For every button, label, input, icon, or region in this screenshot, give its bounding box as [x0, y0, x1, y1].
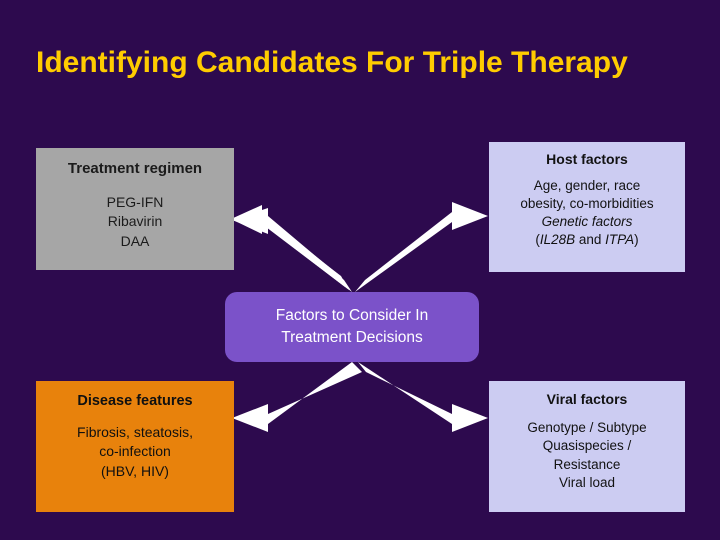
box-host-paren-open: ( [535, 232, 540, 248]
box-viral-body: Genotype / Subtype Quasispecies / Resist… [489, 419, 685, 492]
page-title: Identifying Candidates For Triple Therap… [36, 46, 628, 79]
box-center-factors: Factors to Consider In Treatment Decisio… [225, 292, 479, 362]
box-treatment-regimen: Treatment regimen PEG-IFN Ribavirin DAA [36, 148, 234, 270]
box-viral-heading: Viral factors [546, 391, 628, 407]
arrow-center-to-treatment [231, 205, 352, 292]
box-disease-features: Disease features Fibrosis, steatosis, co… [36, 381, 234, 512]
box-viral-line-1: Genotype / Subtype [527, 420, 647, 435]
box-host-gene-il28b: IL28B [539, 232, 576, 248]
box-disease-body: Fibrosis, steatosis, co-infection (HBV, … [36, 423, 234, 481]
box-center-line-2: Treatment Decisions [281, 329, 423, 346]
box-host-factors: Host factors Age, gender, race obesity, … [489, 142, 685, 272]
box-host-line-3: Genetic factors [541, 214, 633, 230]
box-host-line-4: (IL28B and ITPA) [489, 231, 685, 249]
box-treatment-line-2: Ribavirin [107, 213, 163, 230]
box-viral-line-4: Viral load [558, 475, 616, 491]
box-center-line-1: Factors to Consider In [275, 307, 429, 324]
box-treatment-heading: Treatment regimen [67, 160, 203, 177]
arrow-center-to-disease [232, 362, 362, 432]
box-disease-line-3: (HBV, HIV) [101, 462, 169, 479]
box-disease-line-1: Fibrosis, steatosis, [77, 424, 193, 440]
box-host-gene-itpa: ITPA [605, 232, 635, 248]
box-host-heading: Host factors [546, 151, 628, 167]
box-host-line-2: obesity, co-morbidities [520, 196, 654, 212]
box-host-and: and [575, 232, 606, 248]
box-center-text: Factors to Consider In Treatment Decisio… [276, 305, 428, 349]
box-host-paren-close: ) [634, 232, 639, 248]
box-viral-line-2: Quasispecies / [542, 438, 632, 454]
box-disease-line-2: co-infection [99, 443, 171, 460]
box-treatment-line-1: PEG-IFN [106, 194, 164, 210]
box-host-body: Age, gender, race obesity, co-morbiditie… [489, 177, 685, 249]
arrow-center-to-viral [358, 362, 488, 432]
box-treatment-line-3: DAA [120, 232, 150, 249]
box-viral-factors: Viral factors Genotype / Subtype Quasisp… [489, 381, 685, 512]
box-host-line-1: Age, gender, race [533, 178, 641, 193]
box-treatment-body: PEG-IFN Ribavirin DAA [36, 193, 234, 251]
box-viral-line-3: Resistance [553, 456, 621, 472]
arrow-center-to-host [355, 202, 488, 292]
box-disease-heading: Disease features [77, 393, 193, 409]
